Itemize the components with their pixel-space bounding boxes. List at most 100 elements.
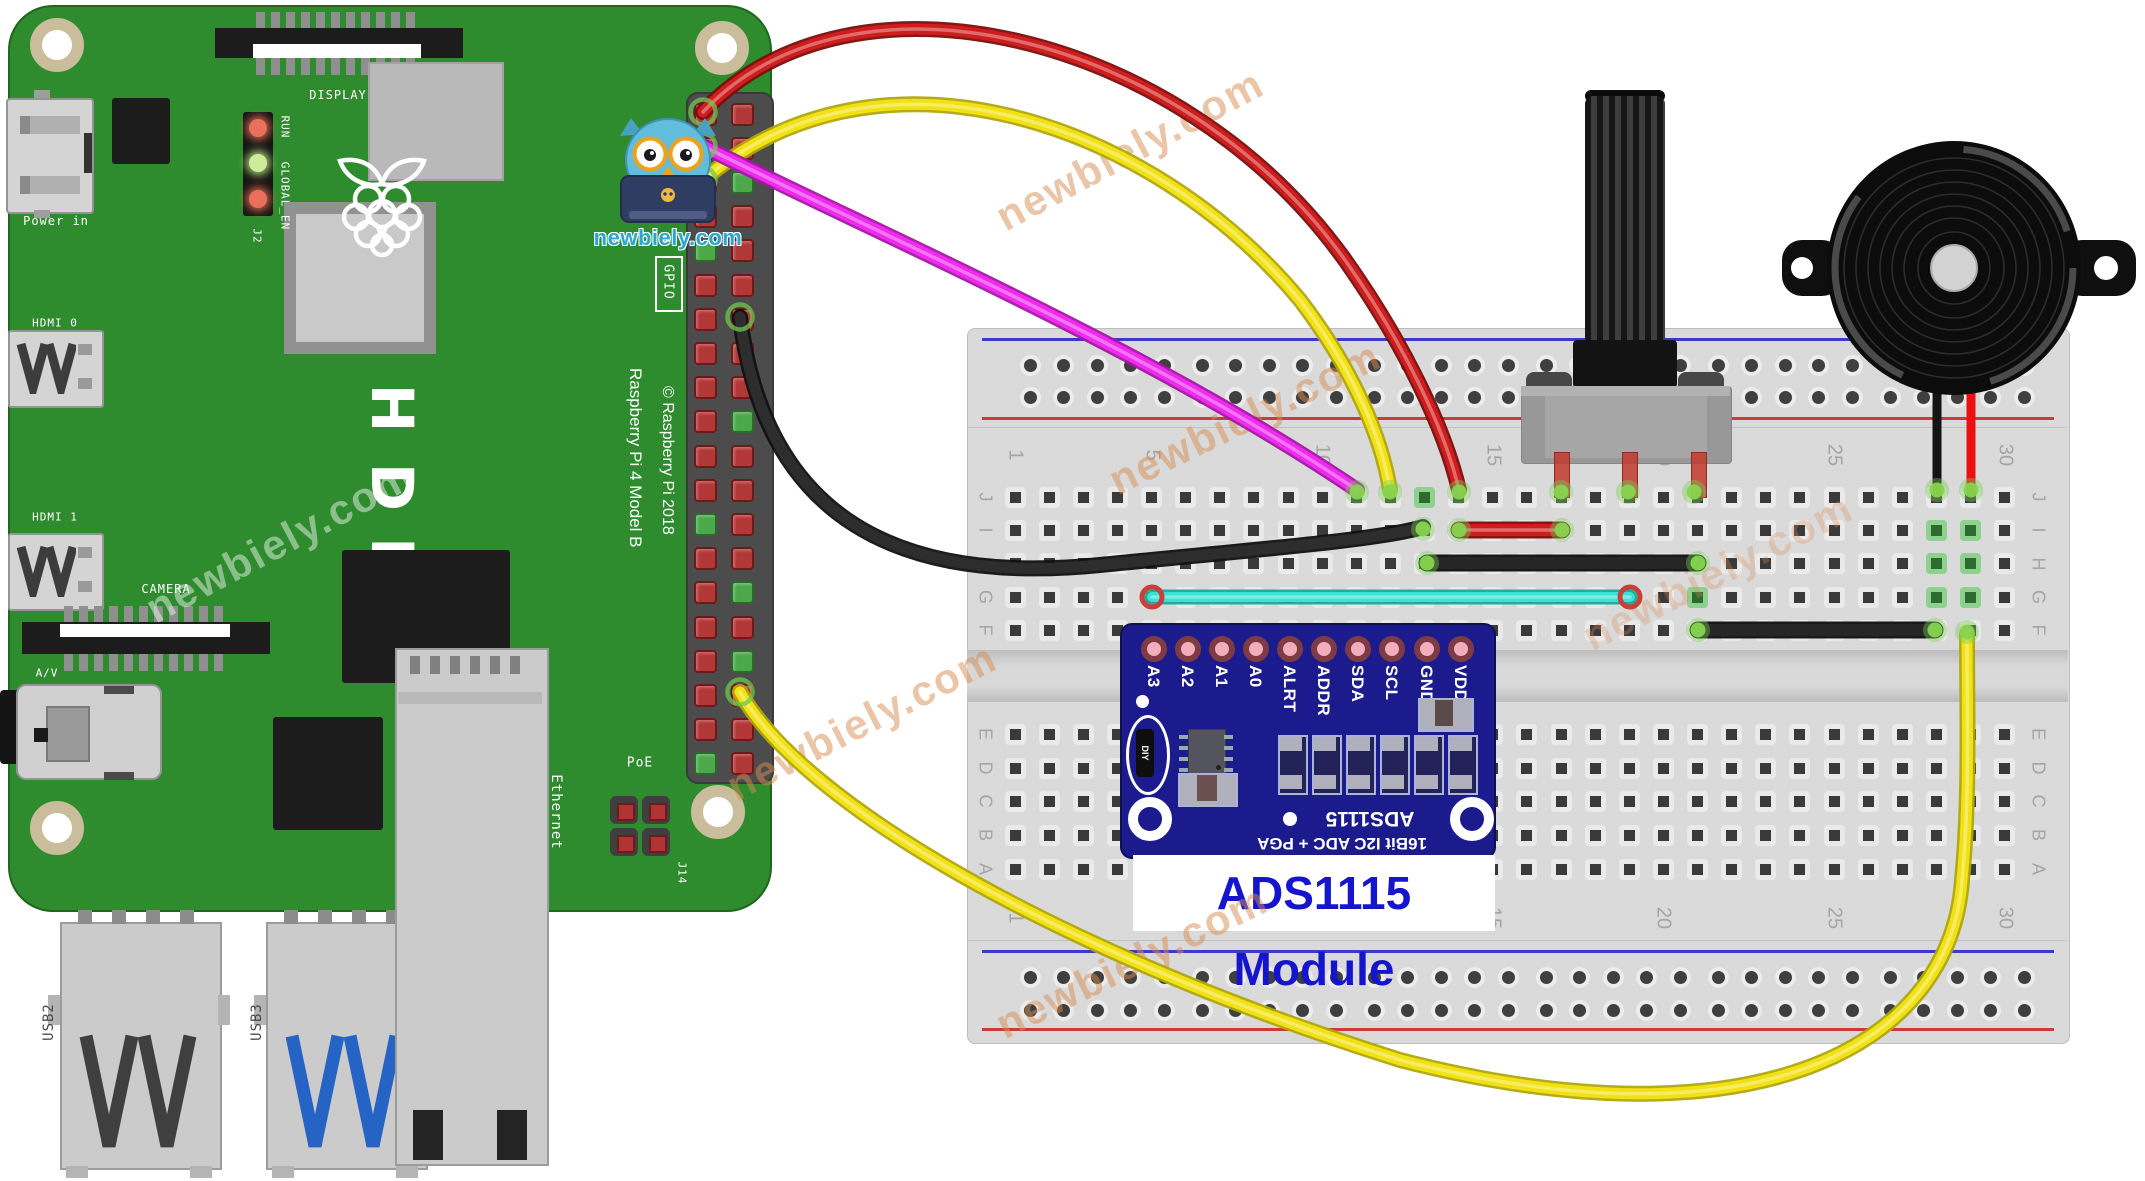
module-silkscreen-desc: 16Bit I2C ADC + PGA	[1257, 834, 1427, 853]
module-caption: ADS1115 Module	[1133, 855, 1495, 995]
camera-tooth	[199, 654, 208, 671]
power-in-pin	[20, 176, 80, 194]
row-letter: E	[2028, 727, 2049, 741]
module-diy-text: DIY	[1140, 745, 1150, 761]
gpio-pin	[693, 444, 717, 468]
column-number: 25	[1823, 906, 1846, 930]
rail-hole	[1019, 966, 1041, 988]
gpio-pin	[730, 170, 754, 194]
pot-body-top	[1521, 386, 1730, 396]
rail-hole	[1191, 999, 1213, 1021]
display-tooth	[361, 58, 370, 75]
bb-hole-C17	[1550, 790, 1572, 812]
bb-hole-G8	[1243, 586, 1265, 608]
bb-hole-J7	[1209, 486, 1231, 508]
bb-hole-A3	[1072, 858, 1094, 880]
watermark: newbiely.com	[987, 59, 1272, 240]
bb-hole-I2	[1038, 519, 1060, 541]
poe-header-pin	[617, 803, 635, 821]
bb-hole-A26	[1857, 858, 1879, 880]
bb-hole-B22	[1721, 824, 1743, 846]
module-pin-A1	[1208, 636, 1235, 662]
rail-hole	[1464, 354, 1485, 376]
bb-hole-J6	[1175, 486, 1197, 508]
camera-tooth	[109, 606, 118, 623]
bb-hole-C29	[1960, 790, 1982, 812]
bb-hole-I14	[1448, 519, 1470, 541]
rail-hole	[1258, 386, 1280, 408]
bb-hole-A29	[1960, 858, 1982, 880]
rail-hole	[1397, 999, 1418, 1021]
bb-hole-C3	[1072, 790, 1094, 812]
camera-tooth	[214, 606, 223, 623]
bb-hole-I27	[1891, 519, 1913, 541]
hdmi-port-key	[78, 344, 92, 355]
camera-tooth	[199, 606, 208, 623]
module-smd-pad	[1280, 775, 1302, 789]
bb-hole-C20	[1652, 790, 1674, 812]
display-tooth	[301, 58, 310, 75]
gpio-pin	[730, 273, 754, 297]
bb-hole-F2	[1038, 619, 1060, 641]
bb-hole-E29	[1960, 723, 1982, 745]
ethernet-pin	[510, 656, 520, 674]
bb-hole-F19	[1618, 619, 1640, 641]
bb-hole-B21	[1687, 824, 1709, 846]
av-jack-mark	[104, 686, 134, 694]
bb-hole-G10	[1311, 586, 1333, 608]
rail-hole	[1325, 386, 1347, 408]
pot-shaft	[1585, 96, 1665, 344]
gpio-pin	[693, 136, 717, 160]
module-ic-pin	[1224, 735, 1233, 739]
bb-hole-G27	[1891, 586, 1913, 608]
rail-hole	[1569, 999, 1590, 1021]
usb2-port-contacts	[79, 1034, 197, 1148]
pot-leg	[1622, 452, 1639, 498]
hdmi-port-key	[78, 378, 92, 389]
rail-hole	[1397, 386, 1418, 408]
rail-hole	[1808, 966, 1829, 988]
gpio-pin	[730, 752, 754, 776]
gpio-pin	[693, 341, 717, 365]
bb-hole-G21	[1687, 586, 1709, 608]
bb-hole-H2	[1038, 552, 1060, 574]
bb-hole-H21	[1687, 552, 1709, 574]
camera-tooth	[184, 606, 193, 623]
bb-hole-G18	[1584, 586, 1606, 608]
ethernet-pin	[470, 656, 480, 674]
bb-hole-J10	[1311, 486, 1333, 508]
column-number: 20	[1652, 906, 1675, 930]
rail-hole	[1464, 966, 1485, 988]
bb-hole-G29	[1960, 586, 1982, 608]
pot-base	[1573, 340, 1677, 388]
bb-hole-F28	[1926, 619, 1947, 641]
display-tooth	[316, 58, 325, 75]
column-number: 10	[1311, 443, 1334, 467]
display-tooth	[256, 58, 265, 75]
usb3-port-tab	[352, 910, 366, 924]
bb-hole-J1	[1004, 486, 1026, 508]
bb-hole-B29	[1960, 824, 1982, 846]
rail-hole	[2013, 966, 2035, 988]
module-ic-dot	[1216, 765, 1221, 770]
rail-hole	[1913, 354, 1934, 376]
module-pin-GND	[1413, 636, 1440, 662]
rail-hole	[1879, 966, 1901, 988]
rail-hole	[1191, 386, 1213, 408]
bb-hole-E25	[1823, 723, 1845, 745]
power-in-label: Power in	[23, 214, 89, 228]
rail-hole	[1913, 966, 1934, 988]
rail-hole	[1430, 999, 1452, 1021]
bb-hole-G12	[1379, 586, 1401, 608]
bb-hole-H13	[1414, 552, 1436, 574]
bb-hole-D29	[1960, 757, 1982, 779]
bb-hole-I17	[1550, 519, 1572, 541]
bb-hole-E26	[1857, 723, 1879, 745]
module-pin-ADDR	[1311, 636, 1338, 662]
rail-hole	[1153, 354, 1175, 376]
module-pin-VDD	[1447, 636, 1474, 662]
copyright-label: © Raspberry Pi 2018	[659, 386, 676, 535]
bb-hole-H25	[1823, 552, 1845, 574]
bb-hole-J13	[1414, 486, 1436, 508]
bb-hole-I15	[1482, 519, 1504, 541]
